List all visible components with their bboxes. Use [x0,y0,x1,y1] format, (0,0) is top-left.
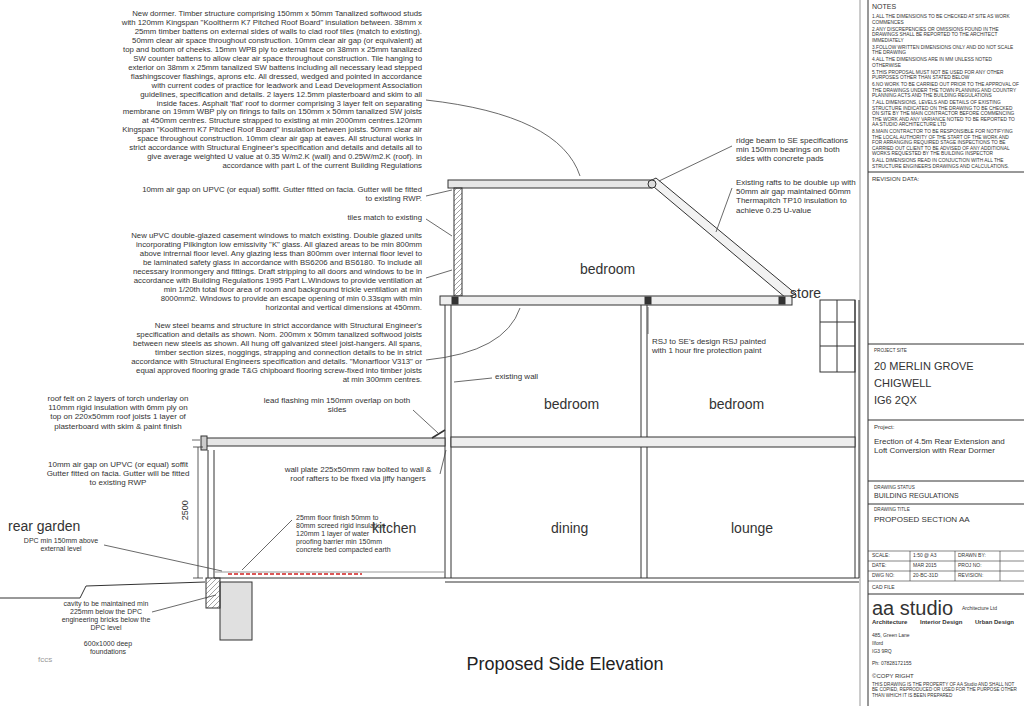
general-note: 3.FOLLOW WRITTEN DIMENSIONS ONLY AND DO … [872,45,1020,56]
address: 485, Green Lane [872,633,972,639]
field-value: BUILDING REGULATIONS [874,492,1020,500]
drawing-caption: Proposed Side Elevation [440,654,690,675]
field-label: CAD FILE [872,585,932,591]
leader-lines [104,100,732,612]
general-note: 6.NO WORK TO BE CARRIED OUT PRIOR TO THE… [872,82,1020,99]
construction-note: roof felt on 2 layers of torch underlay … [44,394,192,431]
field-label: DRAWING STATUS [874,485,974,490]
construction-note: Existing rafts to be double up with 50mm… [736,178,860,215]
field-value: PROPOSED SECTION AA [874,515,1020,524]
field-label: DRAWING TITLE [874,507,974,512]
construction-note: lead flashing min 150mm overlap on both … [262,396,412,414]
room-label: bedroom [544,396,624,412]
construction-note: existing wall [495,372,575,381]
field-value: Erection of 4.5m Rear Extension and Loft… [874,437,1020,455]
room-label: dining [551,520,631,536]
room-label: bedroom [709,396,789,412]
field-label: REVISION: [958,573,1000,579]
area-label: rear garden [8,518,118,534]
general-note: 2.ANY DISCREPENCIES OR OMISSIONS FOUND I… [872,27,1020,44]
field-value: 20-BC-31D [913,573,955,579]
general-note: 9.ALL DIMENSIONS READ IN CONJUCTION WITH… [872,158,1020,169]
company-name: aa studio [872,597,962,620]
house-section [0,178,859,640]
construction-note: tiles match to existing [300,214,422,223]
construction-note: RSJ to SE's design RSJ painted with 1 ho… [652,337,772,355]
general-note: 8.MAIN CONTRACTOR TO BE RESPONSIBLE FOR … [872,129,1020,157]
service: Architecture [872,619,918,626]
copyright: ©COPY RIGHT [872,673,972,680]
construction-note: 25mm floor finish 50mm to 80mm screed ri… [296,514,396,554]
field-value: 20 MERLIN GROVE [874,360,1022,373]
dimension: 2500 [180,495,190,525]
general-note: 4.ALL THE DIMENSIONS ARE IN MM UNLESS NO… [872,57,1020,68]
notes-heading: NOTES [872,3,932,11]
construction-note: New dormer. Timber structure comprising … [120,10,422,171]
field-label: DRAWN BY: [958,553,1000,559]
field-label: REVISION DATA: [872,176,972,183]
title-block [860,0,1024,706]
construction-note: ridge beam to SE specifications min 150m… [736,136,860,164]
construction-note: New uPVC double-glazed casement windows … [130,232,422,313]
general-note: 5.THIS PROPOSAL MUST NOT BE USED FOR ANY… [872,70,1020,81]
address: Ilford [872,641,972,647]
construction-note: 600x1000 deep foundations [70,640,146,656]
field-label: DWG NO: [872,573,910,579]
field-label: PROJ NO: [958,563,1000,569]
room-label: bedroom [580,261,660,277]
field-label: PROJECT SITE [874,348,974,353]
field-value: 1:50 @ A3 [913,553,955,559]
address: IG3 9RQ [872,649,972,655]
field-value: MAR 2015 [913,563,955,569]
construction-note: cavity to be maintained min 225mm below … [56,600,156,632]
service: Urban Design [975,619,1021,626]
field-label: DATE: [872,563,910,569]
phone: Ph: 07828172155 [872,661,972,667]
company-suffix: Architecture Ltd [962,606,1022,612]
construction-note: 10mm air gap on UPVC (or equal) soffit G… [44,460,192,488]
field-value: CHIGWELL [874,377,1022,390]
construction-note: DPC min 150mm above external level [16,537,106,553]
construction-note: wall plate 225x50mm raw bolted to wall &… [278,465,438,483]
room-label: lounge [731,520,811,536]
general-note: 1.ALL THE DIMENSIONS TO BE CHECKED AT SI… [872,14,1020,25]
field-value: IG6 2QX [874,394,1022,407]
general-note: 7.ALL DIMENSIONS, LEVELS AND DETAILS OF … [872,100,1020,128]
field-label: Project: [874,424,974,431]
construction-note: 10mm air gap on UPVC (or equal) soffit. … [140,186,422,204]
watermark: fccs [38,655,78,664]
field-label: SCALE: [872,553,910,559]
construction-note: New steel beams and structure in strict … [130,322,422,385]
copyright-note: THIS DRAWING IS THE PROPERTY OF AA Studi… [872,682,1020,698]
service: Interior Design [920,619,970,626]
room-label: store [790,285,850,301]
